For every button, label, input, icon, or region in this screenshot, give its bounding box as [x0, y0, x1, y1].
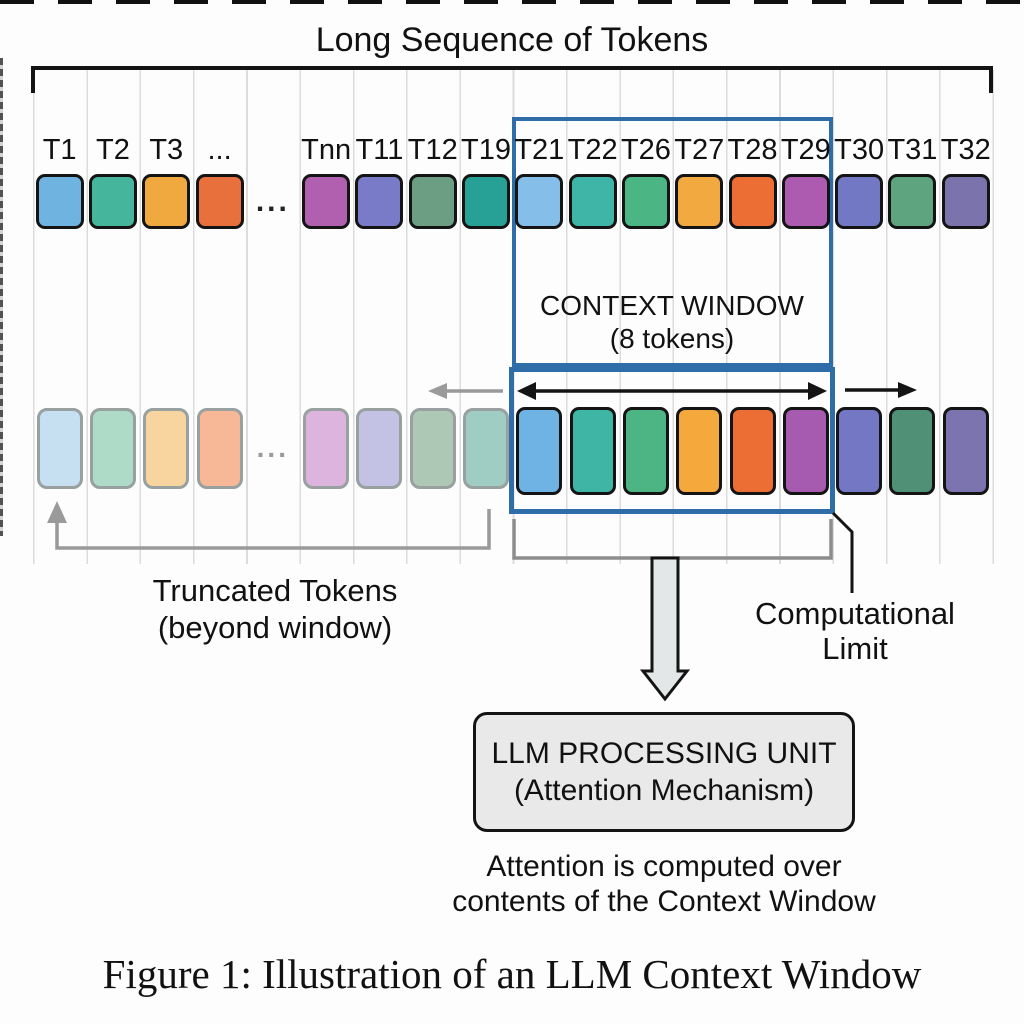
token-swatch-T31 [888, 174, 937, 229]
computational-limit-line1: Computational [755, 596, 955, 631]
attention-note-line1: Attention is computed over [486, 850, 842, 883]
token-label-T22: T22 [567, 134, 618, 166]
token-label-T30: T30 [834, 134, 885, 166]
context-token [516, 407, 563, 495]
token-swatch-T30 [835, 174, 884, 229]
context-window-label-line1: CONTEXT WINDOW [540, 290, 804, 321]
truncated-token [303, 408, 350, 489]
context-token [622, 407, 669, 495]
left-edge-artifact [0, 58, 3, 536]
token-label-T21: T21 [514, 134, 565, 166]
token-label-T19: T19 [461, 134, 512, 166]
token-swatch-T28 [728, 174, 777, 229]
token-label-T26: T26 [620, 134, 671, 166]
token-label-T1: T1 [42, 134, 77, 166]
token-swatch-T12 [408, 174, 457, 229]
token-swatch-T29 [781, 174, 830, 229]
figure-title: Long Sequence of Tokens [315, 21, 709, 59]
context-window-label: CONTEXT WINDOW (8 tokens) [512, 289, 832, 355]
token-swatch-T32 [941, 174, 990, 229]
context-token [782, 407, 829, 495]
context-token [729, 407, 776, 495]
attention-note-line2: contents of the Context Window [452, 885, 876, 918]
llm-processing-unit-line1: LLM PROCESSING UNIT [491, 737, 837, 770]
token-swatch-T21 [515, 174, 564, 229]
figure-caption: Figure 1: Illustration of an LLM Context… [102, 951, 922, 997]
token-label-T31: T31 [887, 134, 938, 166]
truncated-tokens-line2: (beyond window) [157, 610, 393, 645]
sequence-ellipsis: ... [255, 185, 290, 218]
context-window-box-upper [512, 117, 833, 367]
token-label-T11: T11 [355, 134, 404, 166]
token-label-T32: T32 [940, 134, 991, 166]
context-token [569, 407, 616, 495]
token-label-T29: T29 [780, 134, 831, 166]
truncated-token [196, 408, 243, 489]
token-swatch-T2 [88, 174, 137, 229]
truncated-tokens-line1: Truncated Tokens [152, 573, 398, 608]
token-label-T28: T28 [727, 134, 778, 166]
llm-processing-unit-line2: (Attention Mechanism) [513, 774, 815, 807]
context-token [676, 407, 723, 495]
token-swatch-T3 [142, 174, 191, 229]
token-swatch-Tnn [302, 174, 351, 229]
truncated-token [356, 408, 403, 489]
truncated-token [89, 408, 136, 489]
sequence-ellipsis-faded: ... [256, 432, 289, 463]
token-swatch-T22 [568, 174, 617, 229]
token-label-T2: T2 [96, 134, 130, 166]
context-window-box-lower [509, 367, 835, 514]
context-token [889, 407, 936, 495]
token-swatch-T27 [675, 174, 724, 229]
token-swatch-T26 [621, 174, 670, 229]
token-swatch-... [195, 174, 244, 229]
truncated-token [409, 408, 456, 489]
truncated-tokens-label: Truncated Tokens (beyond window) [75, 572, 475, 646]
token-swatch-T11 [355, 174, 404, 229]
token-label-...: ... [207, 134, 232, 166]
top-edge-artifact [0, 0, 1024, 4]
truncated-token [143, 408, 190, 489]
token-label-T27: T27 [674, 134, 725, 166]
attention-note: Attention is computed over contents of t… [404, 849, 924, 919]
computational-limit-line2: Limit [822, 631, 888, 666]
token-swatch-T1 [35, 174, 84, 229]
context-token [942, 407, 989, 495]
token-label-T12: T12 [407, 134, 458, 166]
context-token [836, 407, 883, 495]
llm-processing-unit-box: LLM PROCESSING UNIT (Attention Mechanism… [473, 712, 855, 832]
token-label-Tnn: Tnn [301, 134, 352, 166]
token-label-T3: T3 [149, 134, 184, 166]
token-swatch-T19 [462, 174, 511, 229]
computational-limit-label: Computational Limit [740, 596, 970, 666]
down-arrow-icon [639, 556, 691, 702]
truncated-token [36, 408, 83, 489]
context-window-label-line2: (8 tokens) [609, 323, 735, 354]
truncated-token [463, 408, 510, 489]
